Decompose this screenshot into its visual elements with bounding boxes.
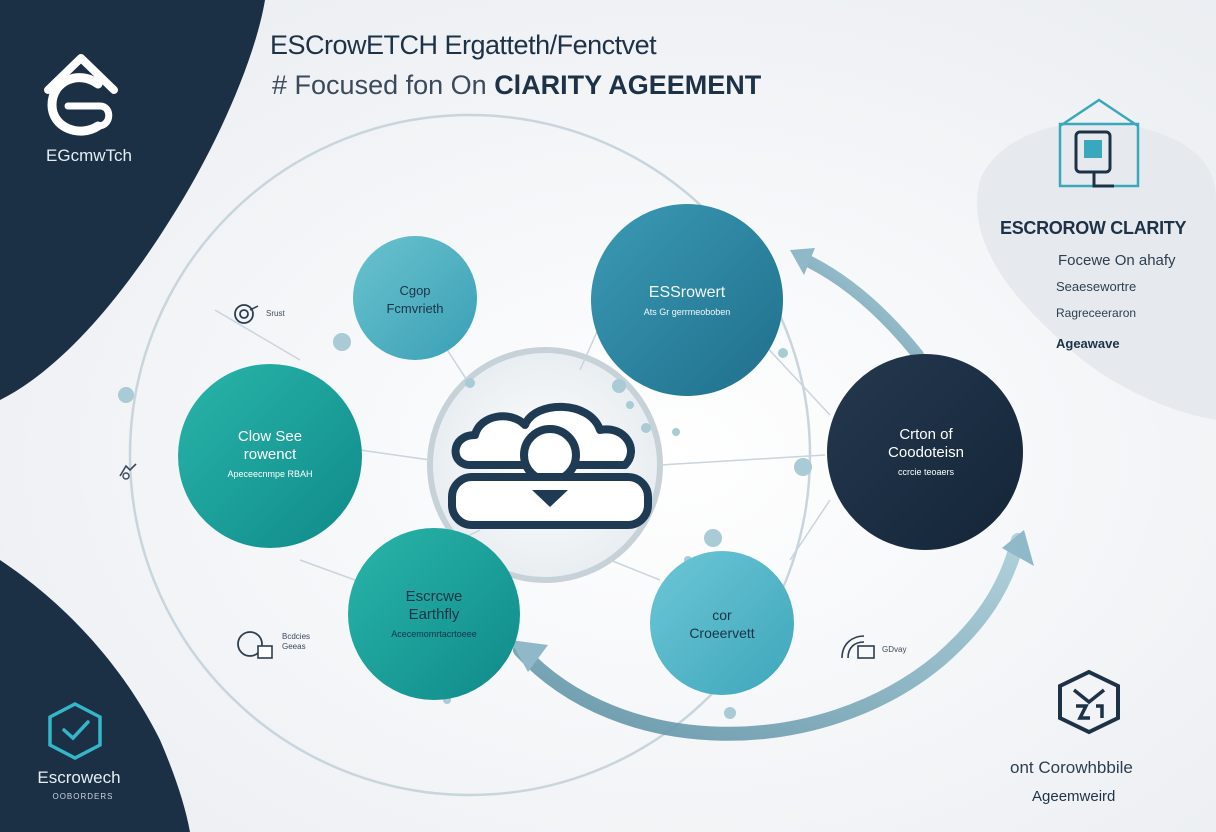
shield-icon — [1058, 669, 1120, 735]
house-logo-icon — [44, 54, 118, 136]
subtitle-thin: Focused fon On — [294, 70, 487, 100]
cloud-icon — [448, 402, 652, 529]
bottom-right-line2: Ageemweird — [1032, 788, 1116, 805]
right-panel-line4: Ageawave — [1056, 336, 1120, 351]
node-crton-sub: ccrcie teoaers — [897, 467, 955, 477]
right-panel-line3: Ragreceeraron — [1056, 306, 1137, 320]
node-essrowert: ESSrowert Ats Gr gerrmeoboben — [592, 284, 782, 318]
node-cgop-title: Cgop Fcmvrieth — [386, 283, 444, 316]
subtitle-hash: # — [272, 70, 288, 100]
hand-icon — [119, 463, 137, 480]
node-crton: Crton of Coodoteisn ccrcie teoaers — [828, 426, 1024, 478]
right-panel-title: ESCROROW CLARITY — [1000, 218, 1187, 238]
bottom-right-line1: ont Corowhbbile — [1010, 758, 1133, 777]
cube-logo-icon — [48, 702, 102, 760]
node-clow-see: Clow See rowenct Apeceecnmpe RBAH — [180, 428, 360, 480]
bottom-logo-text: Escrowech — [37, 768, 121, 787]
top-logo-text: EGcmwTch — [46, 146, 132, 165]
node-clow-see-sub: Apeceecnmpe RBAH — [227, 469, 313, 479]
bottom-logo-subtext: OOBORDERS — [52, 792, 114, 801]
left-bottom-label: Bcdcies Geeas — [282, 632, 311, 651]
node-escrcwe-title: Escrcwe Earthfly — [405, 588, 463, 623]
right-panel-line2: Seaesewortre — [1056, 279, 1137, 294]
right-panel-line1: Focewe On ahafy — [1058, 252, 1176, 269]
at-icon — [234, 304, 259, 324]
node-cgop: Cgop Fcmvrieth — [355, 282, 475, 318]
page-title: ESCrowETCH Ergatteth/Fenctvet — [270, 30, 657, 60]
document-icon — [237, 631, 273, 659]
right-bottom-label: GDvay — [882, 645, 907, 654]
node-cor: cor Croeervett — [650, 606, 794, 642]
node-escrcwe: Escrcwe Earthfly Acecemomrtacrtoeee — [348, 588, 520, 640]
document-shield-icon — [1058, 98, 1140, 188]
node-essrowert-title: ESSrowert — [648, 284, 726, 301]
node-clow-see-title: Clow See rowenct — [237, 428, 303, 463]
node-cor-title: cor Croeervett — [689, 607, 755, 641]
left-top-label: Srust — [266, 309, 285, 318]
node-essrowert-sub: Ats Gr gerrmeoboben — [643, 307, 731, 317]
wifi-icon — [841, 635, 875, 659]
page-subtitle: # Focused fon On ClARITY AGEEMENT — [272, 70, 761, 101]
node-escrcwe-sub: Acecemomrtacrtoeee — [391, 629, 477, 639]
subtitle-bold: ClARITY AGEEMENT — [494, 70, 762, 100]
node-crton-title: Crton of Coodoteisn — [888, 426, 964, 461]
